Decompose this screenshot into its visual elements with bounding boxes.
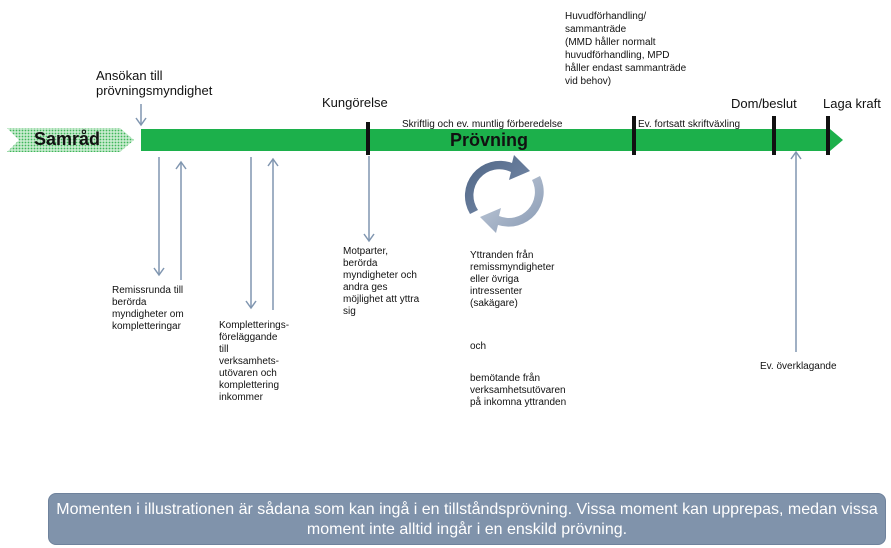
cycle-arrows-icon [464,155,544,233]
dom-label: Dom/beslut [731,96,797,111]
footer-note-text: Momenten i illustrationen är sådana som … [56,501,878,538]
overklagande-arrow [790,150,802,352]
provning-phase-bar [141,129,843,151]
samrad-label: Samråd [34,129,101,149]
laga-kraft-label: Laga kraft [823,96,881,111]
huvudforhandling-label: Huvudförhandling/ sammanträde (MMD hålle… [565,11,687,87]
bemotande-note: bemötande från verksamhetsutövaren på in… [470,373,567,408]
ansokan-arrow [135,104,147,127]
motparter-note: Motparter, berörda myndigheter och andra… [343,246,420,317]
overklagande-note: Ev. överklagande [760,361,837,372]
yttranden-note: Yttranden från remissmyndigheter eller ö… [470,250,555,309]
forberedelse-label: Skriftlig och ev. muntlig förberedelse [402,119,563,130]
kungorelse-tick [366,122,370,155]
provning-label: Prövning [450,130,529,150]
remissrunda-arrows [153,157,187,280]
samrad-phase-arrow [7,128,134,152]
skriftvaxling-label: Ev. fortsatt skriftväxling [638,119,741,130]
dom-tick [772,116,776,155]
och-note: och [470,341,487,352]
huvudforhandling-tick [632,116,636,155]
kungorelse-arrow [363,156,375,243]
kungorelse-label: Kungörelse [322,95,388,110]
kompletteringsforelaggande-note: Kompletterings- föreläggande till verksa… [219,320,290,403]
footer-note-box: Momenten i illustrationen är sådana som … [48,493,886,545]
laga-kraft-tick [826,116,830,155]
ansokan-label: Ansökan till prövningsmyndighet [96,68,213,98]
remissrunda-note: Remissrunda till berörda myndigheter om … [112,285,184,332]
komplettering-arrows [245,157,279,310]
